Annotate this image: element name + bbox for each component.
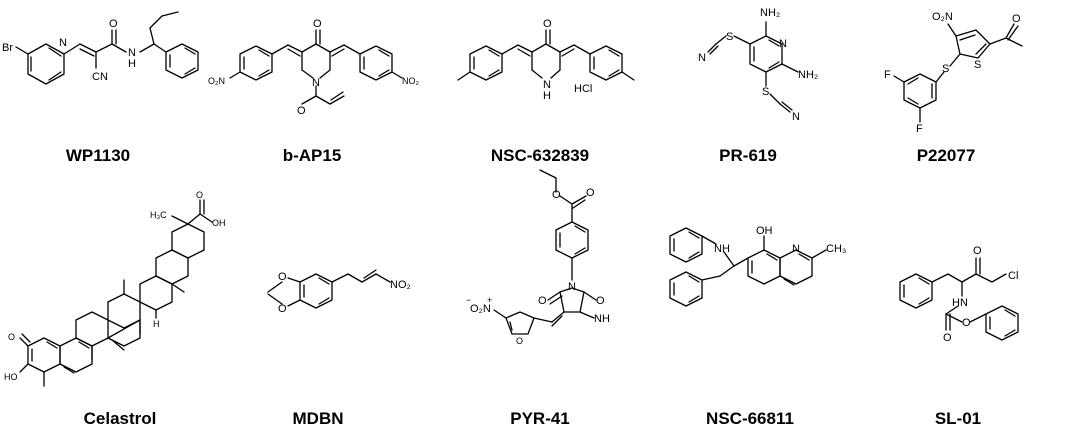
- structure-sl-01: O Cl HN O O: [899, 245, 1019, 344]
- atom-hcl: HCl: [574, 83, 592, 95]
- atom-f: F: [884, 69, 891, 81]
- atom-o: O: [596, 295, 605, 307]
- atom-h: H: [153, 319, 160, 329]
- atom-s-ring: S: [974, 59, 981, 71]
- atom-o: O: [313, 18, 322, 30]
- atom-br: Br: [2, 42, 13, 54]
- compound-label-sl-01: SL-01: [934, 409, 982, 428]
- atom-h3c: H₃C: [150, 210, 167, 220]
- atom-n-ring: N: [779, 38, 787, 50]
- structure-mdbn: O O NO₂: [267, 269, 411, 315]
- atom-n: N: [698, 52, 706, 64]
- atom-o: O: [973, 245, 982, 257]
- atom-o-acid: O: [196, 190, 203, 200]
- atom-oh: OH: [756, 225, 773, 237]
- compound-label-wp1130: WP1130: [65, 146, 131, 165]
- charge-plus: +: [487, 295, 492, 305]
- compound-label-pyr-41: PYR-41: [510, 409, 570, 428]
- compound-label-b-ap15: b-AP15: [282, 146, 342, 165]
- compound-label-pr-619: PR-619: [719, 146, 777, 165]
- atom-n: N: [543, 79, 551, 91]
- atom-n: N: [59, 37, 67, 49]
- atom-o-furan: O: [516, 336, 523, 346]
- atom-h: H: [543, 90, 551, 102]
- atom-o: O: [278, 303, 287, 315]
- atom-nh: NH: [594, 313, 610, 325]
- atom-no2-right: NO₂: [402, 76, 420, 86]
- atom-n: N: [792, 243, 800, 255]
- atom-no2: O₂N: [470, 303, 491, 315]
- atom-o: O: [962, 317, 971, 329]
- atom-n: N: [128, 47, 136, 59]
- atom-s: S: [762, 86, 769, 98]
- atom-no2: O₂N: [932, 11, 953, 23]
- atom-hn: HN: [952, 297, 968, 309]
- atom-n: N: [792, 111, 800, 123]
- atom-o: O: [943, 332, 952, 344]
- atom-cl: Cl: [1008, 270, 1018, 282]
- atom-o: O: [297, 105, 306, 117]
- atom-o-ester: O: [552, 189, 561, 201]
- structure-pyr-41: O O N NH O O O O₂N + −: [466, 169, 610, 346]
- atom-no2: NO₂: [390, 279, 411, 291]
- atom-o: O: [109, 18, 118, 30]
- structure-wp1130: Br N O CN N H: [2, 11, 199, 85]
- structure-b-ap15: O O₂N NO₂ N O: [208, 18, 420, 117]
- compound-label-celastrol: Celastrol: [83, 409, 157, 428]
- compound-label-p22077: P22077: [916, 146, 976, 165]
- atom-h: H: [128, 58, 136, 70]
- atom-no2-left: O₂N: [208, 76, 225, 86]
- atom-ch3: CH₃: [826, 243, 846, 255]
- atom-n: N: [568, 281, 576, 293]
- charge-minus: −: [466, 295, 471, 305]
- atom-o: O: [538, 295, 547, 307]
- atom-o: O: [278, 271, 287, 283]
- compound-label-nsc-632839: NSC-632839: [490, 146, 590, 165]
- atom-o: O: [1012, 13, 1021, 25]
- structure-nsc-66811: NH OH N CH₃: [669, 225, 846, 307]
- compound-label-nsc-66811: NSC-66811: [706, 409, 794, 428]
- atom-o-ketone: O: [8, 332, 15, 342]
- atom-n: N: [312, 77, 320, 89]
- atom-nh2-right: NH₂: [798, 69, 818, 81]
- structure-nsc-632839: O N H HCl: [457, 18, 635, 102]
- atom-nh: NH: [714, 243, 730, 255]
- atom-ho: HO: [4, 372, 18, 382]
- atom-oh: OH: [212, 218, 226, 228]
- atom-s: S: [726, 31, 733, 43]
- atom-cn: CN: [92, 71, 108, 83]
- structure-celastrol: O HO OH O H₃C H: [4, 190, 226, 387]
- atom-o: O: [586, 187, 595, 199]
- atom-f: F: [916, 123, 923, 135]
- compound-label-mdbn: MDBN: [292, 409, 344, 428]
- structure-pr-619: NH₂ NH₂ N S N S N: [698, 7, 818, 123]
- structure-p22077: O₂N S S O F F: [884, 11, 1023, 135]
- atom-s-link: S: [942, 63, 949, 75]
- atom-nh2-top: NH₂: [760, 7, 780, 19]
- atom-o: O: [543, 18, 552, 30]
